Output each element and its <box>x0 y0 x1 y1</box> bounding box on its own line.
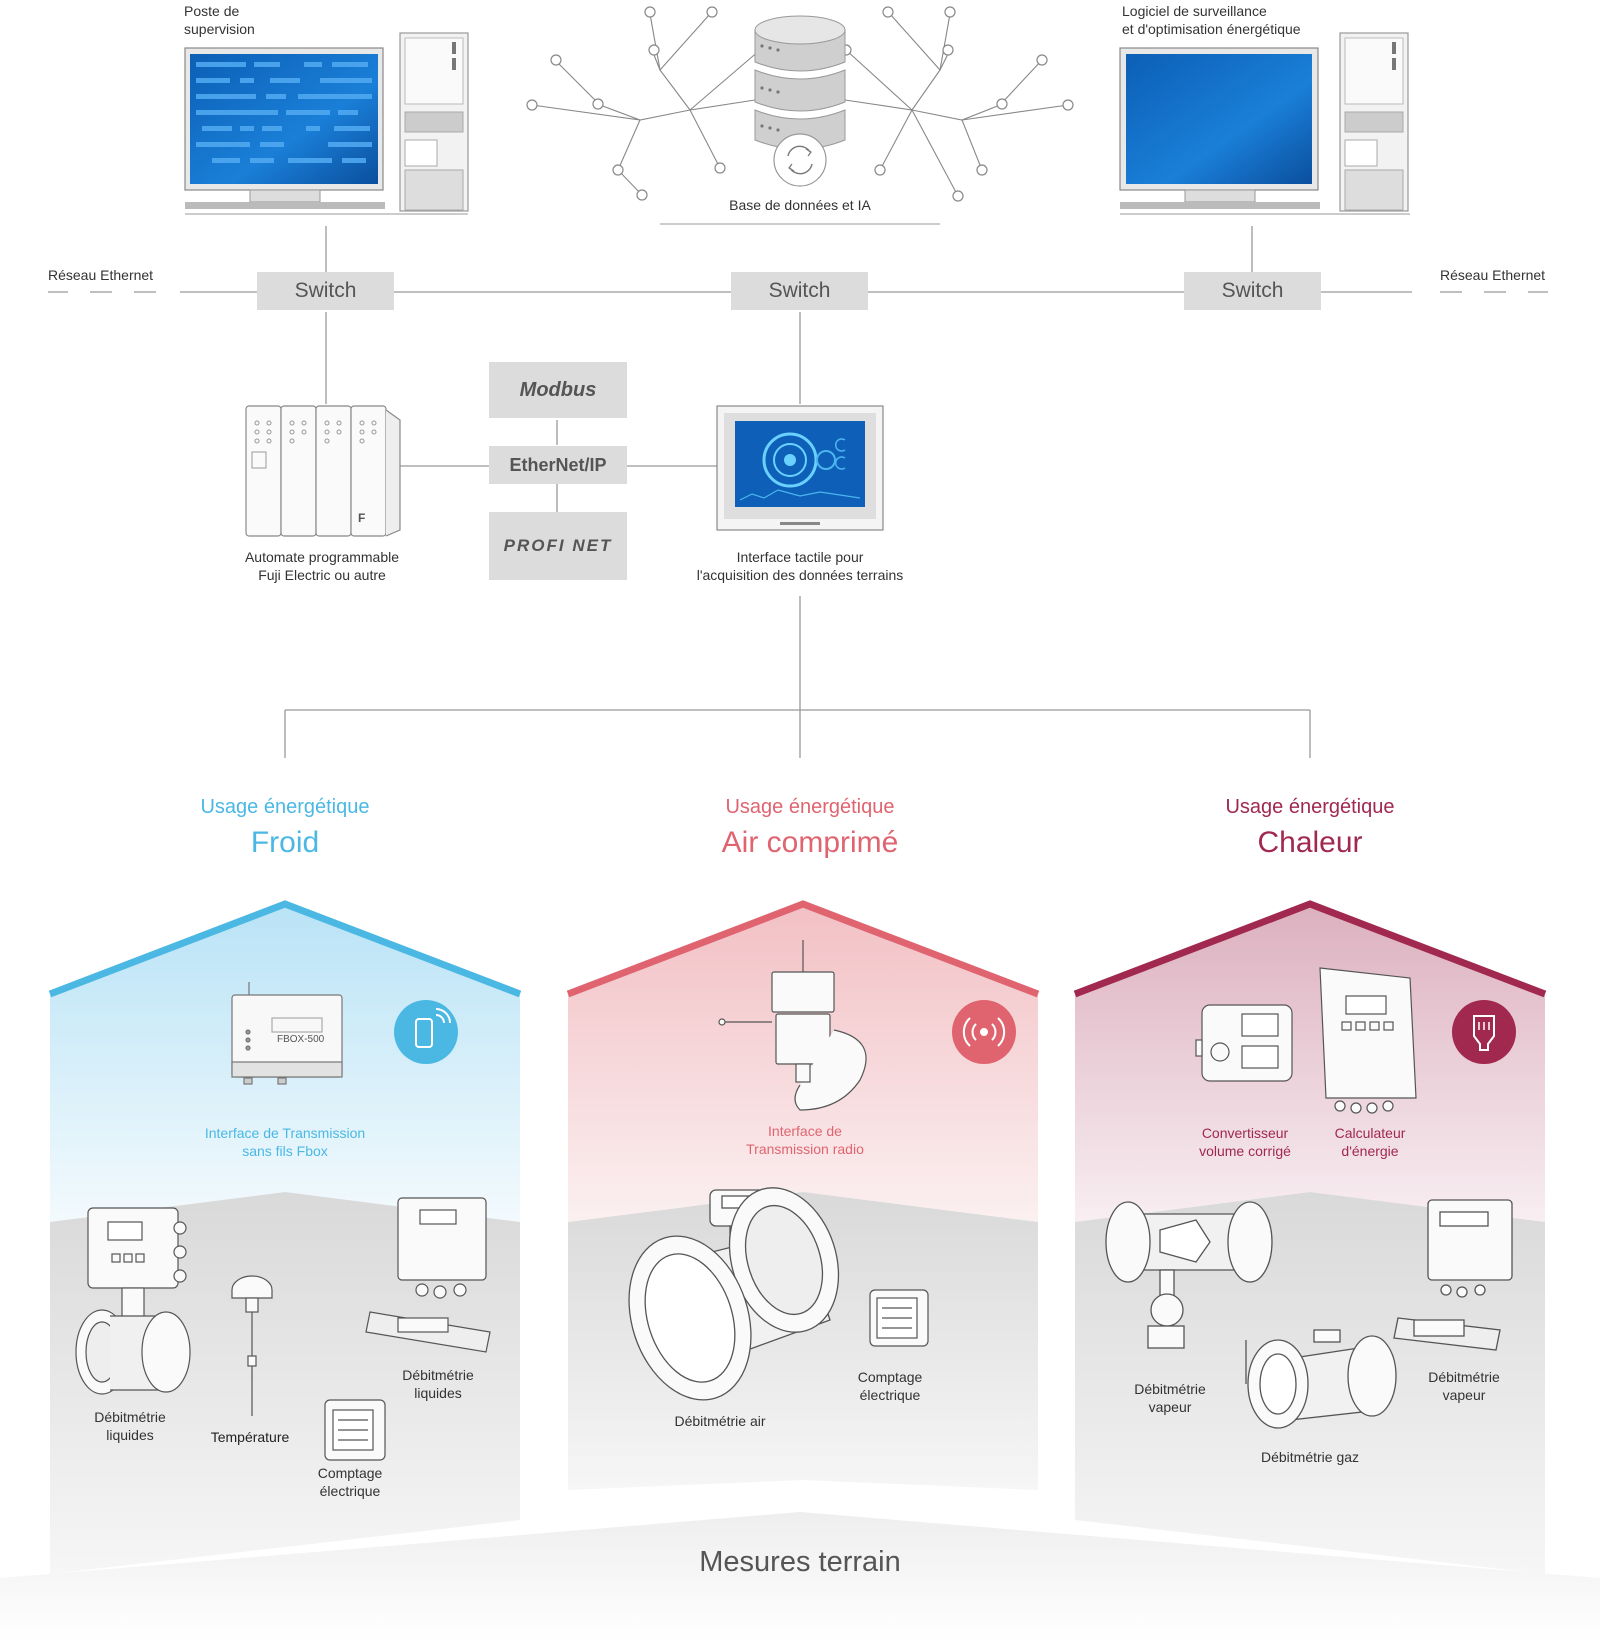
touch-panel-hmi-icon <box>716 405 884 531</box>
ethernet-plug-icon <box>1452 1000 1516 1064</box>
ground-plane <box>0 1512 1600 1642</box>
gas-flowmeter-icon <box>1245 1329 1397 1429</box>
modbus-protocol-badge: Modbus <box>489 362 627 418</box>
fbox-model-label: FBOX-500 <box>277 1034 325 1045</box>
phone-wireless-icon <box>394 1000 458 1064</box>
measure-label: Température <box>210 1429 290 1445</box>
profinet-protocol-badge: PROFI NET <box>489 512 627 580</box>
profinet-label: PROFI NET <box>503 536 613 555</box>
vortex-flowmeter-icon <box>1105 1201 1273 1349</box>
ultrasonic-flowmeter-icon <box>365 1197 491 1353</box>
ethernet-network-label-left: Réseau Ethernet <box>48 267 154 283</box>
ethernet-ip-protocol-badge: EtherNet/IP <box>489 446 627 484</box>
ethernet-ip-label: EtherNet/IP <box>509 455 607 475</box>
database-label: Base de données et IA <box>729 197 871 213</box>
measure-label: Débitmétrie gaz <box>1260 1449 1360 1465</box>
radio-signal-icon <box>952 1000 1016 1064</box>
switch-left: Switch <box>257 272 394 310</box>
plc-icon: F <box>245 405 401 537</box>
optimisation-computer-icon <box>1119 32 1410 215</box>
energy-meter-icon <box>324 1399 386 1461</box>
switch-center: Switch <box>731 272 868 310</box>
radio-transmitter-icon <box>718 940 867 1111</box>
modbus-label: Modbus <box>519 379 597 401</box>
ethernet-network-label-right: Réseau Ethernet <box>1440 267 1546 283</box>
large-flowmeter-icon <box>628 1187 840 1401</box>
electromagnetic-flowmeter-icon <box>75 1207 191 1395</box>
volume-converter-icon <box>1195 1004 1293 1082</box>
svg-text:F: F <box>358 511 365 525</box>
energy-calculator-icon <box>1319 967 1417 1114</box>
clamp-steam-flowmeter-icon <box>1393 1199 1513 1351</box>
database-ai-icon <box>526 6 1074 225</box>
measure-label: Débitmétrie air <box>674 1413 766 1429</box>
temperature-probe-icon <box>231 1275 273 1416</box>
power-meter-icon <box>869 1289 929 1347</box>
field-measurements-title: Mesures terrain <box>699 1546 901 1578</box>
fbox-gateway-icon <box>231 982 343 1085</box>
supervision-computer-icon <box>184 32 469 215</box>
switch-right: Switch <box>1184 272 1321 310</box>
